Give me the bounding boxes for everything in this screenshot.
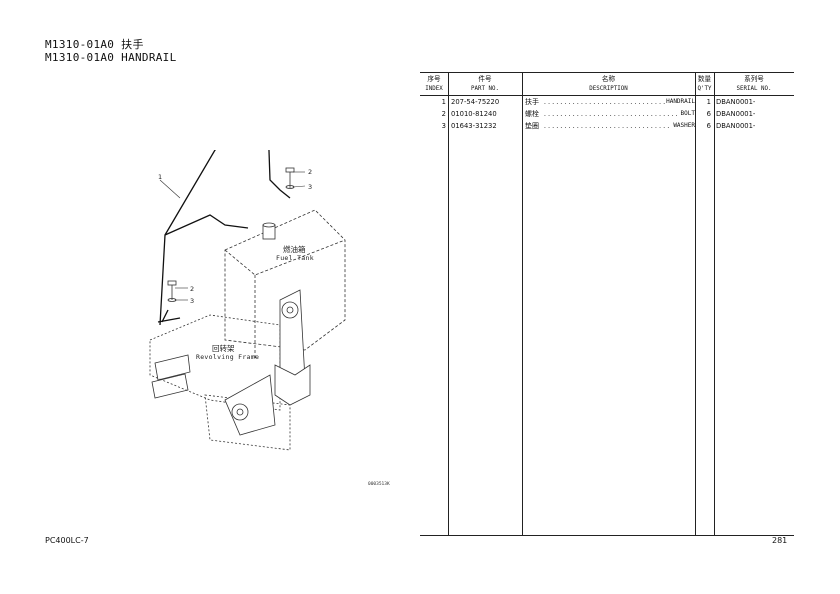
model-number: PC400LC-7 [45, 536, 89, 545]
column-divider [522, 73, 523, 535]
title-line-2: M1310-01A0 HANDRAIL [45, 51, 177, 64]
fuel-tank-outline [224, 209, 346, 360]
bolt-lower [167, 280, 177, 302]
column-divider [714, 73, 715, 535]
callout-leaders [159, 171, 306, 301]
page-number: 281 [772, 536, 788, 545]
table-row: 2 01010-81240 螺栓 .......................… [441, 108, 756, 120]
column-divider [695, 73, 696, 535]
illustration-code: 0003513K [368, 482, 390, 487]
table-row: 3 01643-31232 垫圈 .......................… [441, 120, 756, 132]
page-title: M1310-01A0 扶手 M1310-01A0 HANDRAIL [45, 38, 177, 64]
boom-bracket [224, 289, 311, 436]
handrail-tube [157, 150, 291, 326]
header-divider [420, 95, 794, 96]
column-divider [448, 73, 449, 535]
revolving-frame-label-zh: 回转架 [212, 344, 235, 353]
table-row: 1 207-54-75220 扶手 ......................… [441, 96, 756, 108]
callout-2-lower: 2 [190, 285, 195, 293]
callout-3-upper: 3 [308, 183, 313, 191]
callout-3-lower: 3 [190, 297, 195, 305]
revolving-frame-label-en: Revolving Frame [196, 353, 260, 361]
callout-1: 1 [158, 173, 163, 181]
fuel-filler-cap [262, 222, 276, 240]
title-line-1: M1310-01A0 扶手 [45, 38, 144, 51]
fuel-tank-label-zh: 燃油箱 [283, 245, 306, 254]
bolt-upper [285, 167, 295, 189]
callout-2-upper: 2 [308, 168, 313, 176]
fuel-tank-label-en: Fuel Tank [276, 254, 314, 262]
handrail-illustration [149, 150, 346, 451]
